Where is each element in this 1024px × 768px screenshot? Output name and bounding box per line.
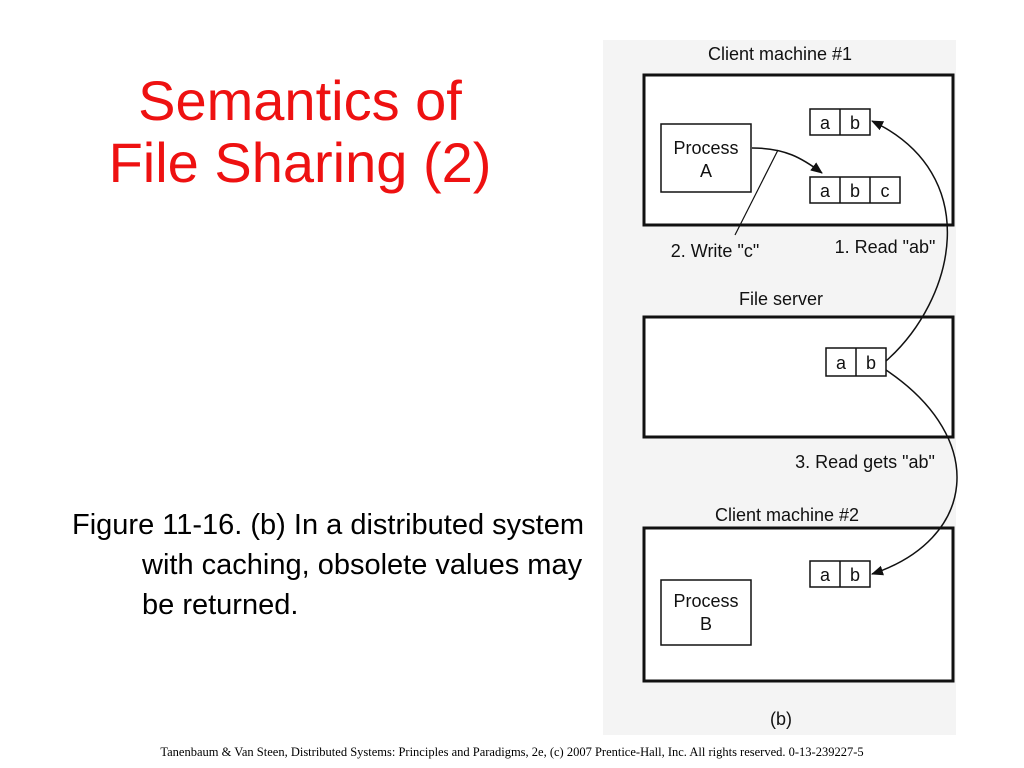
read-gets-label: 3. Read gets "ab" (795, 452, 935, 472)
read-label: 1. Read "ab" (835, 237, 936, 257)
process-a-label-2: A (700, 161, 712, 181)
process-b-label-2: B (700, 614, 712, 634)
client2-cache-cell-1: a (820, 565, 831, 585)
footer-citation: Tanenbaum & Van Steen, Distributed Syste… (160, 745, 864, 759)
write-leader-line (734, 149, 779, 236)
write-label: 2. Write "c" (671, 241, 759, 261)
process-a-label-1: Process (673, 138, 738, 158)
server-box (642, 315, 955, 439)
write-arrow (751, 147, 823, 174)
client2-cache-cell-2: b (850, 565, 860, 585)
client1-label: Client machine #1 (708, 44, 852, 64)
client1-cache-bottom (809, 176, 901, 204)
figure-caption: Figure 11-16. (b) In a distributed syste… (72, 509, 585, 621)
title-line-1: Semantics of (138, 69, 462, 132)
client1-cache-top-cell-2: b (850, 113, 860, 133)
server-file-cell-2: b (866, 353, 876, 373)
client1-box (642, 73, 955, 227)
read-arrow (871, 120, 949, 362)
server-file-cell-1: a (836, 353, 847, 373)
figure-tag: (b) (770, 709, 792, 729)
client1-cache-top-cell-1: a (820, 113, 831, 133)
server-label: File server (739, 289, 823, 309)
slide-title: Semantics of File Sharing (2) (60, 70, 540, 194)
client1-cache-bottom-cell-2: b (850, 181, 860, 201)
process-a-box (660, 123, 752, 193)
read-gets-arrow (871, 369, 958, 576)
title-line-2: File Sharing (2) (108, 131, 492, 194)
client1-cache-bottom-cell-3: c (881, 181, 890, 201)
process-b-label-1: Process (673, 591, 738, 611)
process-b-box (660, 579, 752, 646)
client1-cache-bottom-cell-1: a (820, 181, 831, 201)
client2-label: Client machine #2 (715, 505, 859, 525)
